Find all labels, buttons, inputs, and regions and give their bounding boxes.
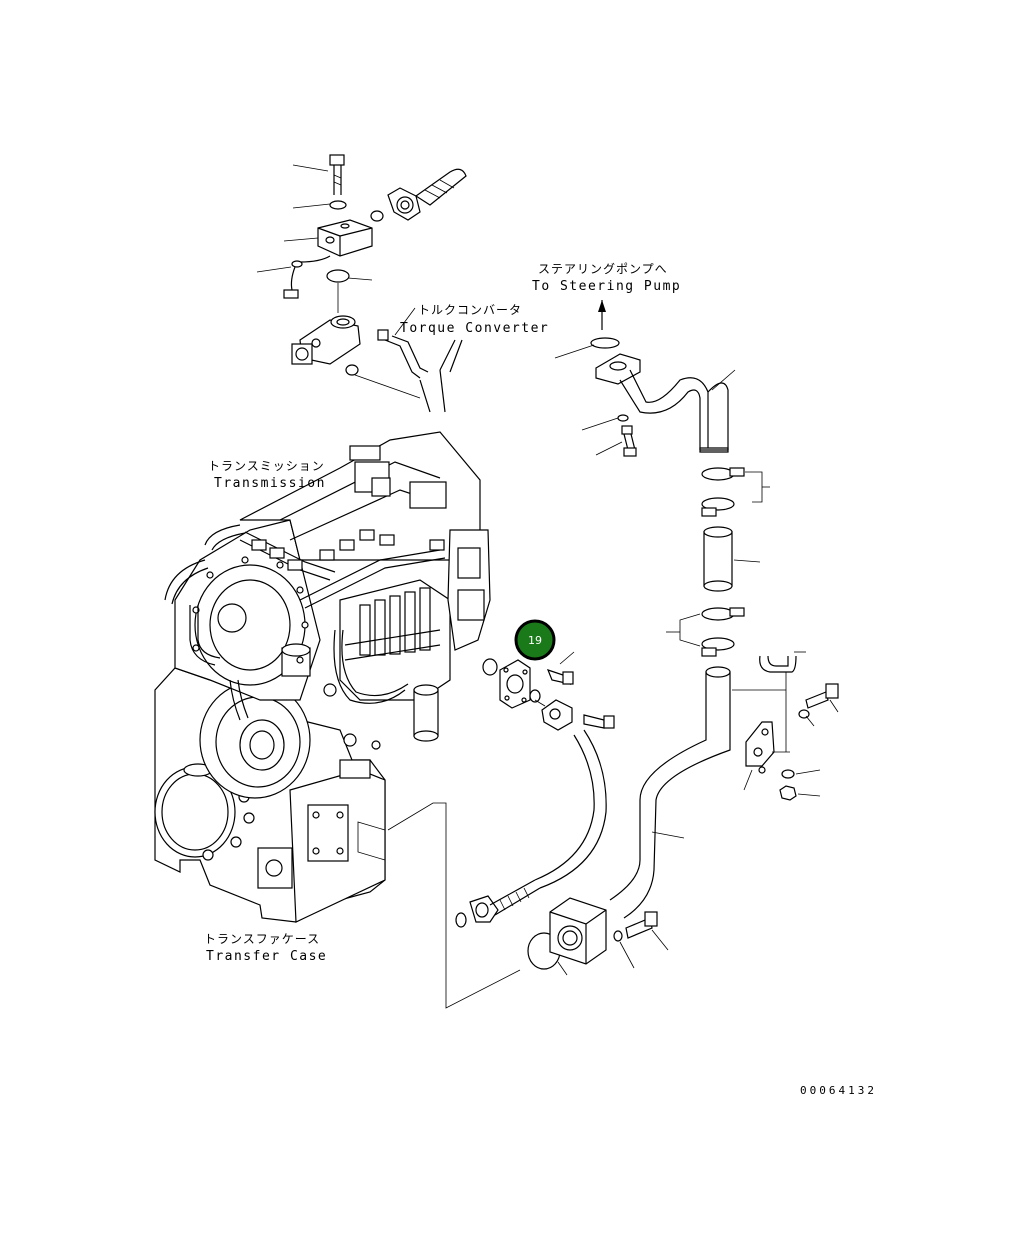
return-bracket-lines (387, 699, 607, 1009)
callout-marker[interactable] (514, 619, 556, 661)
torque-converter-label-jp: トルクコンバータ (418, 303, 522, 317)
torque-converter-piping (384, 307, 463, 413)
callout-19[interactable]: 19 (514, 619, 556, 661)
label-steering-pump: ステアリングポンプへ To Steering Pump (532, 262, 681, 294)
transmission-label-en: Transmission (214, 476, 326, 491)
flange-assembly (482, 651, 615, 729)
transfer-case-label-jp: トランスファケース (204, 932, 320, 946)
callout-number[interactable]: 19 (528, 634, 542, 647)
label-torque-converter: トルクコンバータ Torque Converter (400, 303, 549, 336)
drawing-code: 00064132 (800, 1084, 877, 1097)
steering-pump-label-jp: ステアリングポンプへ (538, 262, 668, 276)
steering-pump-line (534, 300, 839, 969)
label-transfer-case: トランスファケース Transfer Case (204, 932, 327, 964)
steering-pump-label-en: To Steering Pump (532, 279, 681, 294)
transmission-body (154, 431, 491, 923)
transfer-case-label-en: Transfer Case (206, 949, 327, 964)
valve-assembly (256, 154, 467, 399)
transmission-label-jp: トランスミッション (208, 459, 325, 473)
torque-converter-label-en: Torque Converter (400, 321, 549, 336)
label-transmission: トランスミッション Transmission (208, 459, 326, 491)
